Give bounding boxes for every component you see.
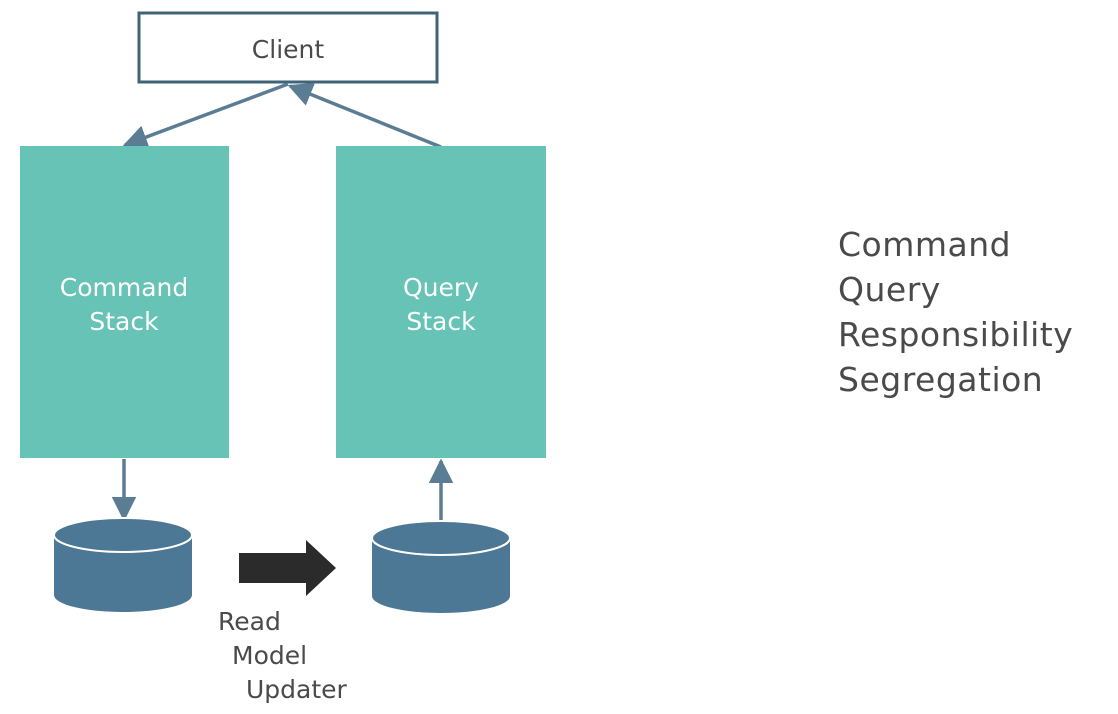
- title-line-3: Responsibility: [838, 315, 1074, 354]
- cqrs-diagram: Client Command Stack Query Stack Read Mo…: [20, 11, 546, 704]
- updater-label-line2: Model: [232, 641, 307, 670]
- title-line-2: Query: [838, 270, 941, 309]
- query-stack: Query Stack: [336, 146, 546, 458]
- write-database-icon: [53, 517, 193, 612]
- query-stack-label-line2: Stack: [406, 307, 476, 336]
- command-stack-label-line1: Command: [60, 273, 189, 302]
- title-line-4: Segregation: [838, 360, 1044, 399]
- title-line-1: Command: [838, 225, 1012, 264]
- updater-label-line3: Updater: [246, 675, 348, 704]
- cqrs-title: Command Query Responsibility Segregation: [838, 222, 1073, 402]
- query-to-client-arrow: [287, 82, 442, 149]
- read-database-icon: [371, 520, 511, 613]
- updater-label-line1: Read: [218, 607, 281, 636]
- client-to-command-arrow: [122, 82, 289, 149]
- sync-arrow-icon: [239, 540, 336, 596]
- client-box: Client: [137, 11, 439, 84]
- command-stack: Command Stack: [20, 146, 229, 458]
- client-label: Client: [252, 35, 325, 64]
- query-stack-label-line1: Query: [403, 273, 479, 302]
- command-stack-label-line2: Stack: [89, 307, 159, 336]
